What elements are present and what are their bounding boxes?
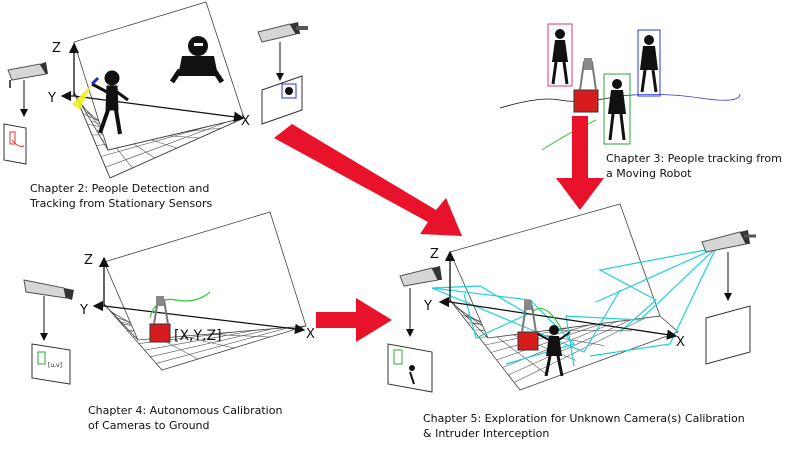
caption-line: Chapter 2: People Detection and [30, 182, 210, 195]
security-camera-icon [23, 279, 74, 341]
ch3-scene [499, 23, 741, 151]
ch5-axis-y: Y [423, 299, 432, 314]
person-silhouette-icon [91, 70, 129, 135]
person-silhouette-icon [603, 73, 631, 145]
caption-line: Chapter 3: People tracking from [606, 152, 782, 165]
world-point-label: [X,Y,Z] [174, 328, 222, 344]
caption-chapter-3: Chapter 3: People tracking from a Moving… [606, 151, 782, 181]
flow-arrow-ch3-to-ch5 [556, 116, 604, 210]
person-silhouette-icon [637, 29, 661, 97]
person-silhouette-icon [537, 325, 571, 377]
intruder-silhouette-icon [169, 36, 225, 84]
ch4-axis-x: X [306, 327, 315, 342]
image-plane-icon [3, 123, 27, 165]
ch2-axes [60, 42, 245, 122]
caption-chapter-5: Chapter 5: Exploration for Unknown Camer… [423, 411, 745, 441]
ch2-room-grid [73, 1, 245, 179]
image-plane-icon: [u,v] [31, 343, 71, 385]
caption-line: Tracking from Stationary Sensors [30, 197, 213, 210]
flow-arrow-ch2-to-ch5 [274, 124, 462, 236]
flow-arrow-ch4-to-ch5 [316, 298, 392, 342]
image-point-label: [u,v] [48, 362, 62, 369]
person-silhouette-icon [547, 23, 573, 87]
ch2-axis-z: Z [52, 41, 61, 56]
robot-icon [517, 300, 539, 351]
ch4-axes [92, 256, 306, 335]
ch4-room-grid [103, 211, 307, 371]
caption-chapter-2: Chapter 2: People Detection and Tracking… [30, 181, 212, 211]
image-plane-icon [261, 75, 303, 125]
flashlight-icon [72, 76, 100, 110]
caption-line: & Intruder Interception [423, 427, 550, 440]
ch4-axis-z: Z [84, 253, 93, 268]
ch5-room-grid [449, 203, 679, 391]
security-camera-icon [399, 266, 442, 337]
ch2-axis-y: Y [47, 91, 56, 106]
ch4-axis-y: Y [79, 303, 88, 318]
security-camera-icon [257, 22, 308, 81]
caption-line: Chapter 4: Autonomous Calibration [88, 404, 283, 417]
image-plane-icon [387, 343, 433, 393]
robot-icon [573, 58, 599, 113]
security-camera-icon [7, 62, 48, 117]
ch5-axis-z: Z [430, 247, 439, 262]
ch2-axis-x: X [241, 114, 250, 129]
caption-line: a Moving Robot [606, 167, 692, 180]
robot-icon [149, 296, 171, 343]
caption-chapter-4: Chapter 4: Autonomous Calibration of Cam… [88, 403, 282, 433]
caption-line: Chapter 5: Exploration for Unknown Camer… [423, 412, 745, 425]
caption-line: of Cameras to Ground [88, 419, 210, 432]
image-plane-icon [705, 305, 751, 365]
ch5-axis-x: X [676, 335, 685, 350]
ch5-axes [438, 250, 678, 340]
security-camera-icon [701, 230, 756, 301]
